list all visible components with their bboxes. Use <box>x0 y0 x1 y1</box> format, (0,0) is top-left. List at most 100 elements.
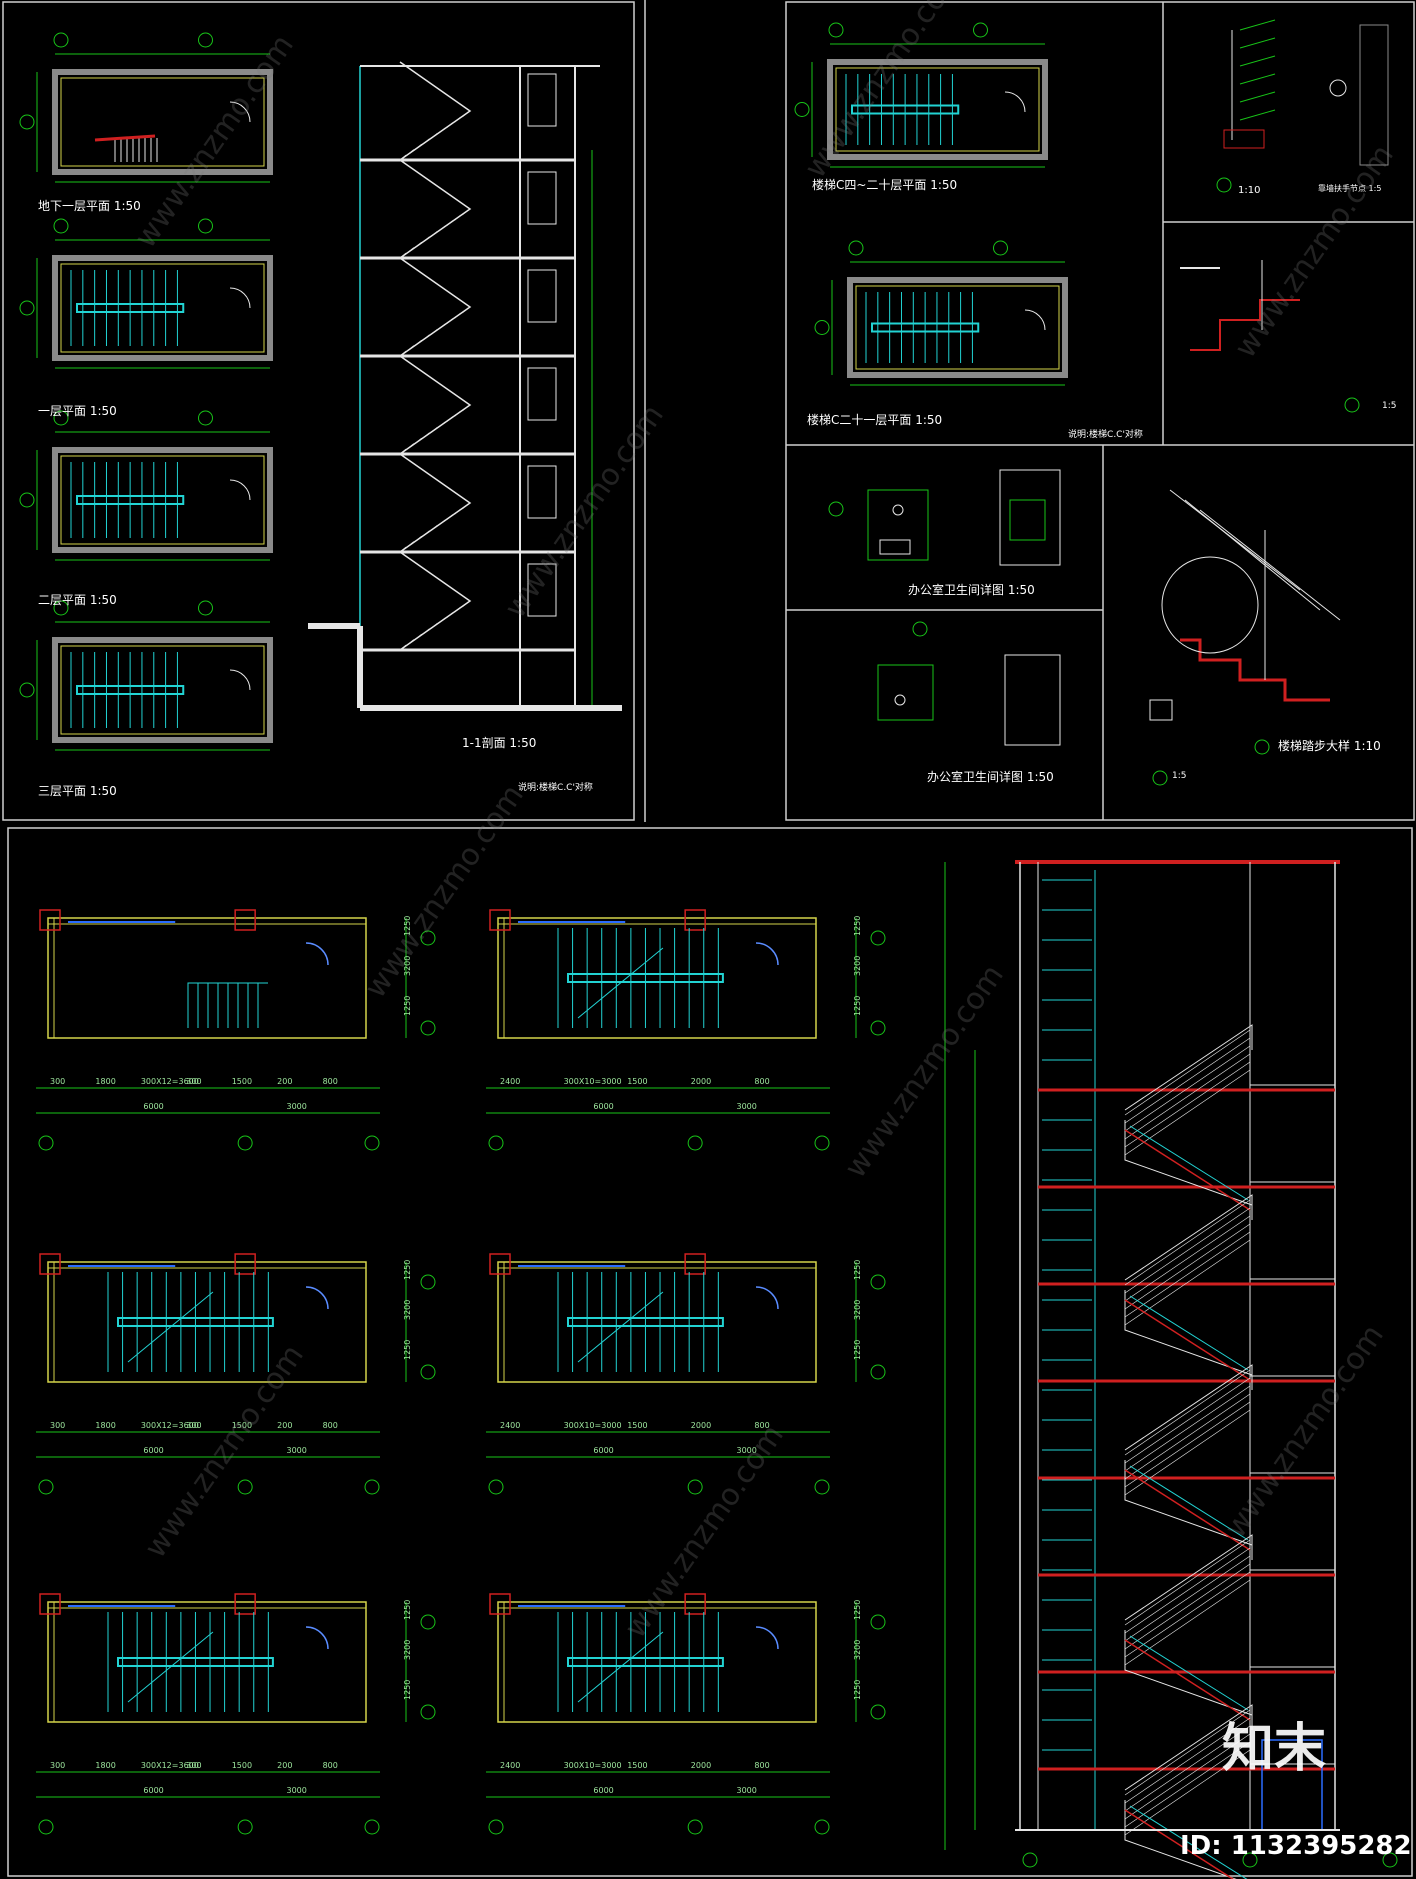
flight-tread <box>430 231 438 237</box>
flight-outline <box>1124 1120 1253 1206</box>
flight-tread <box>399 154 407 161</box>
detail-bubble <box>828 501 844 517</box>
grid-bubble <box>19 682 35 698</box>
column <box>39 1253 61 1275</box>
dimension-text: 1250 <box>853 1340 862 1360</box>
plan-outline <box>47 917 367 1039</box>
flight-tread <box>415 339 422 346</box>
grid-bubble <box>53 600 69 616</box>
grid-bubble <box>19 114 35 130</box>
plan-outline <box>497 1261 817 1383</box>
dimension-text: 3200 <box>853 1640 862 1660</box>
flight-tread <box>454 312 461 319</box>
walk-line <box>577 947 664 1019</box>
flight-outline <box>1124 1534 1253 1621</box>
wall-section <box>1359 24 1389 166</box>
flight-tread <box>430 525 438 531</box>
leader-line <box>1239 55 1276 67</box>
dimension-text: 1800 <box>95 1077 115 1086</box>
stringer <box>1124 1809 1235 1879</box>
railing-base <box>1223 129 1265 149</box>
dimension-text: 800 <box>754 1421 769 1430</box>
dimension-text: 200 <box>277 1421 292 1430</box>
door-swing <box>1004 91 1026 113</box>
flight-tread <box>407 247 415 253</box>
dimension-text: 2400 <box>500 1421 520 1430</box>
rail-line <box>1124 1239 1251 1326</box>
section-door <box>527 171 557 225</box>
grid-bubble <box>53 410 69 426</box>
rail-line <box>1124 1709 1251 1796</box>
dimension-text: 300X10=3000 <box>564 1421 622 1430</box>
dimension-text: 1800 <box>95 1421 115 1430</box>
stair-nosing <box>1129 1635 1249 1711</box>
dimension-text: 1250 <box>403 1680 412 1700</box>
grid-bubble <box>420 1614 436 1630</box>
plan-label-floor-2: 二层平面 1:50 <box>38 593 117 607</box>
grid-bubble <box>814 320 830 335</box>
flight-tread <box>446 220 454 226</box>
flight-tread <box>415 633 422 640</box>
note-top-right: 说明:楼梯C.C'对称 <box>1068 428 1143 440</box>
step-profile <box>1180 638 1330 702</box>
dimension-text: 2400 <box>500 1077 520 1086</box>
rail-line <box>1124 1037 1251 1124</box>
flight-tread <box>462 111 469 118</box>
rail-line <box>1124 1207 1251 1294</box>
rail-line <box>1124 1045 1251 1132</box>
rail-line <box>1124 1401 1251 1488</box>
dimension-text: 1250 <box>403 916 412 936</box>
plan-label-basement: 地下一层平面 1:50 <box>38 199 141 213</box>
dimension-text: 2400 <box>500 1761 520 1770</box>
dimension-text: 2000 <box>691 1421 711 1430</box>
rail-line <box>1124 1539 1251 1626</box>
column <box>234 1593 256 1615</box>
step-detail <box>1149 489 1341 786</box>
dimension-text: 1250 <box>853 916 862 936</box>
door-swing <box>229 479 251 501</box>
handrail <box>76 303 185 313</box>
dimension-text: 6000 <box>143 1102 163 1111</box>
door-swing <box>755 1626 779 1650</box>
rail-line <box>1124 1409 1251 1496</box>
dimension-text: 1500 <box>627 1421 647 1430</box>
restroom-plan <box>877 664 934 721</box>
dimension-text: 3000 <box>737 1446 757 1455</box>
dimension-text: 3000 <box>287 1102 307 1111</box>
plan-labels: 地下一层平面 1:50 一层平面 1:50 二层平面 1:50 三层平面 1:5… <box>38 199 141 798</box>
grid-bubble <box>53 218 69 234</box>
flight-tread <box>454 508 461 515</box>
grid-bubble <box>364 1135 380 1151</box>
flight-outline <box>1124 1364 1253 1451</box>
column <box>234 909 256 931</box>
rail-line <box>1124 1369 1251 1456</box>
bathtub <box>879 539 911 555</box>
dimension-text: 800 <box>754 1761 769 1770</box>
flight-tread <box>415 437 422 444</box>
flight-tread <box>446 514 454 520</box>
flight-tread <box>430 623 438 629</box>
grid-bubble <box>973 22 988 38</box>
dimension-text: 1500 <box>627 1077 647 1086</box>
dimension-text: 1500 <box>232 1421 252 1430</box>
leader-line <box>1239 91 1276 103</box>
rail-line <box>1124 1733 1251 1820</box>
rail-line <box>1124 1377 1251 1464</box>
dimension-text: 1500 <box>232 1077 252 1086</box>
dimension-text: 6000 <box>593 1786 613 1795</box>
walk-line <box>577 1631 664 1703</box>
flight-tread <box>430 329 438 335</box>
grid-bubble <box>420 1020 436 1036</box>
handrail <box>567 1657 724 1667</box>
grid-bubble <box>1242 1852 1258 1868</box>
grid-bubble <box>237 1135 253 1151</box>
grid-bubble <box>488 1819 504 1835</box>
handrail <box>117 1317 274 1327</box>
detail-label-2: 1:5 <box>1382 401 1396 411</box>
detail-bubble <box>912 621 928 637</box>
leader-line <box>1239 19 1276 31</box>
flight-tread <box>462 209 469 216</box>
step-detail-small-label: 1:5 <box>1172 771 1186 781</box>
section-door <box>527 563 557 617</box>
